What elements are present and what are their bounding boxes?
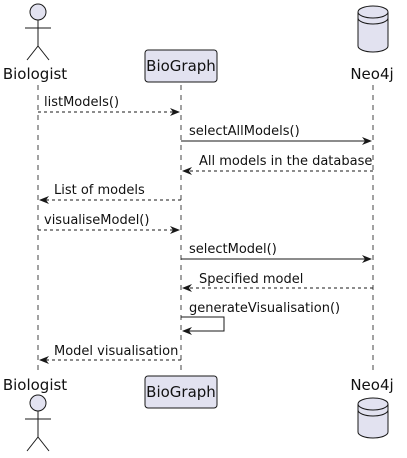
database-label-bottom: Neo4j	[350, 376, 393, 394]
message-label: selectModel()	[189, 242, 277, 257]
message-label: Specified model	[199, 272, 303, 287]
message-label: All models in the database	[199, 154, 372, 169]
message-label: visualiseModel()	[44, 213, 149, 228]
message-label: listModels()	[44, 95, 119, 110]
actor-label-bottom: Biologist	[3, 376, 67, 394]
database-top	[357, 5, 389, 53]
actor-bottom	[25, 394, 51, 452]
system-box-top: BioGraph	[144, 49, 218, 83]
database-icon	[357, 12, 389, 53]
database-bottom	[357, 397, 389, 439]
system-box-bottom: BioGraph	[144, 375, 218, 409]
message-label: selectAllModels()	[189, 124, 300, 139]
actor-head-icon	[29, 394, 47, 412]
self-message-arrow	[181, 316, 225, 335]
message-label: List of models	[54, 183, 145, 198]
system-label-top: BioGraph	[146, 57, 216, 75]
actor-top	[25, 3, 51, 61]
message-label: generateVisualisation()	[189, 301, 340, 316]
message-labels: listModels() selectAllModels() All model…	[44, 95, 372, 359]
system-label-bottom: BioGraph	[146, 383, 216, 401]
actor-label-top: Biologist	[3, 65, 67, 83]
messages	[38, 108, 373, 364]
actor-head-icon	[29, 3, 47, 21]
database-label-top: Neo4j	[350, 65, 393, 83]
database-icon	[357, 404, 389, 439]
message-label: Model visualisation	[54, 344, 178, 359]
